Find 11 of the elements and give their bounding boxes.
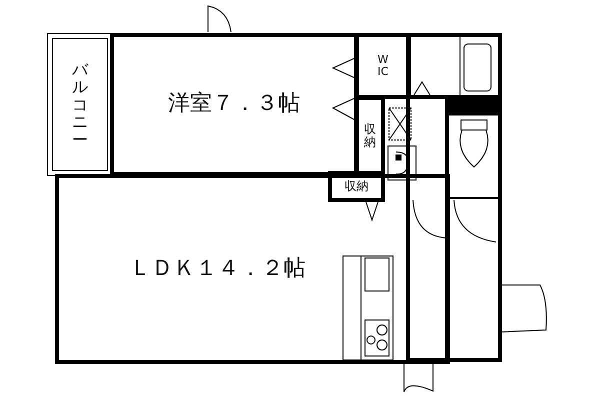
room-label: ＬＤＫ１４．２帖 (130, 256, 306, 282)
room-label: 洋室７．３帖 (168, 91, 300, 118)
room-label: 収納 (344, 179, 368, 194)
room (355, 33, 411, 99)
room (55, 174, 450, 364)
room-label: WIC (378, 54, 388, 78)
room (328, 171, 385, 202)
room-label: バルコニー (72, 60, 88, 148)
room-label: 収納 (364, 122, 376, 150)
room (110, 33, 358, 176)
room (47, 33, 113, 176)
